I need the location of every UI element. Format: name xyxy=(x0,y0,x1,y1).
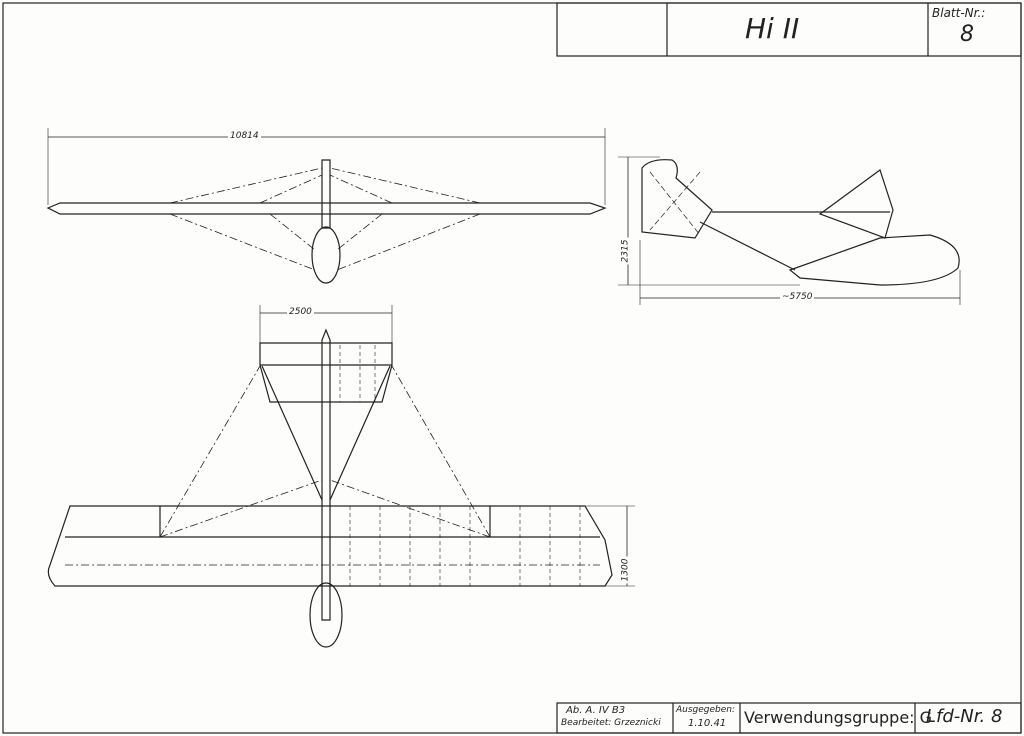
tail-span-dimension: 2500 xyxy=(287,307,314,317)
issued-date: 1.10.41 xyxy=(688,718,727,729)
drawing-title: Hi II xyxy=(745,12,800,45)
sheet-label: Blatt-Nr.: xyxy=(932,6,986,20)
wingspan-dimension: 10814 xyxy=(228,131,261,141)
front-view xyxy=(46,128,607,284)
reference-code: Ab. A. IV B3 xyxy=(566,705,626,716)
footer-frame xyxy=(556,702,1022,734)
sheet-number: 8 xyxy=(960,22,974,47)
length-dimension: ~5750 xyxy=(780,292,815,302)
title-block-frame xyxy=(556,2,1022,57)
usage-group: Verwendungsgruppe: G xyxy=(744,708,933,727)
edited-by: Bearbeitet: Grzeznicki xyxy=(561,718,661,728)
serial-number: Lfd-Nr. 8 xyxy=(926,706,1003,727)
height-dimension: 2315 xyxy=(620,237,631,265)
issued-label: Ausgegeben: xyxy=(676,705,736,715)
top-view xyxy=(47,305,635,648)
side-view xyxy=(618,156,961,305)
chord-dimension: 1300 xyxy=(620,556,631,584)
